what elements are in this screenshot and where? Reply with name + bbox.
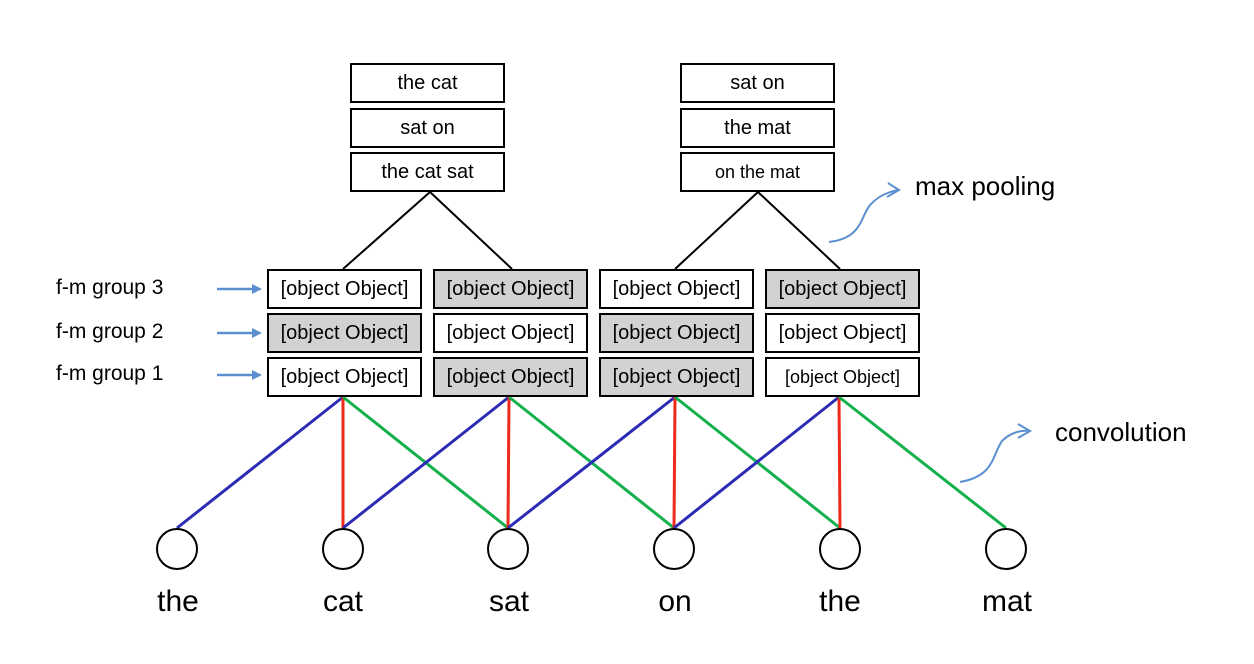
max-pooling-arrow-head [886,182,901,198]
input-node [156,528,198,570]
convolution-label: convolution [1055,417,1187,447]
group-arrow-head [252,328,262,338]
pooled-cell: the cat [350,63,505,103]
feature-map-cell: [object Object] [433,313,588,353]
pooled-cell: the mat [680,108,835,148]
group-label: f-m group 2 [56,320,164,343]
input-node [487,528,529,570]
group-arrow-head [252,284,262,294]
pool-edge [429,191,513,270]
feature-map-cell: [object Object] [433,269,588,309]
word-label: sat [488,585,530,618]
feature-map-cell: [object Object] [599,269,754,309]
conv-edge-left [176,395,344,530]
word-label: on [658,585,692,618]
convolution-arrow-head [1017,423,1032,439]
word-label: mat [981,585,1032,618]
feature-map-cell: [object Object] [599,357,754,397]
group-label: f-m group 3 [56,276,164,299]
feature-map-cell: [object Object] [267,269,422,309]
word-label: cat [322,585,364,618]
feature-map-cell: [object Object] [267,313,422,353]
word-label: the [819,585,861,618]
pooled-cell: sat on [350,108,505,148]
conv-edge-right [838,395,1007,530]
group-arrow-head [252,370,262,380]
word-label: the [157,585,199,618]
pool-edge [342,191,431,270]
max-pooling-label: max pooling [915,171,1056,201]
feature-map-cell: [object Object] [765,269,920,309]
conv-edge-left [673,395,840,530]
pooled-cell: sat on [680,63,835,103]
input-node [985,528,1027,570]
conv-edge-left [507,395,676,530]
feature-map-cell: [object Object] [267,357,422,397]
convolution-arrow [959,429,1030,483]
max-pooling-arrow [828,189,899,243]
feature-map-cell: [object Object] [433,357,588,397]
pooled-cell: the cat sat [350,152,505,192]
pool-edge [674,191,759,270]
group-label: f-m group 1 [56,362,164,385]
conv-edge-center [837,396,842,529]
feature-map-cell: [object Object] [599,313,754,353]
input-node [322,528,364,570]
feature-map-cell: [object Object] [765,357,920,397]
input-node [819,528,861,570]
conv-edge-center [672,396,677,529]
conv-edge-center [506,396,511,529]
input-node [653,528,695,570]
feature-map-cell: [object Object] [765,313,920,353]
pool-edge [757,191,841,270]
pooled-cell: on the mat [680,152,835,192]
conv-edge-left [342,395,510,530]
